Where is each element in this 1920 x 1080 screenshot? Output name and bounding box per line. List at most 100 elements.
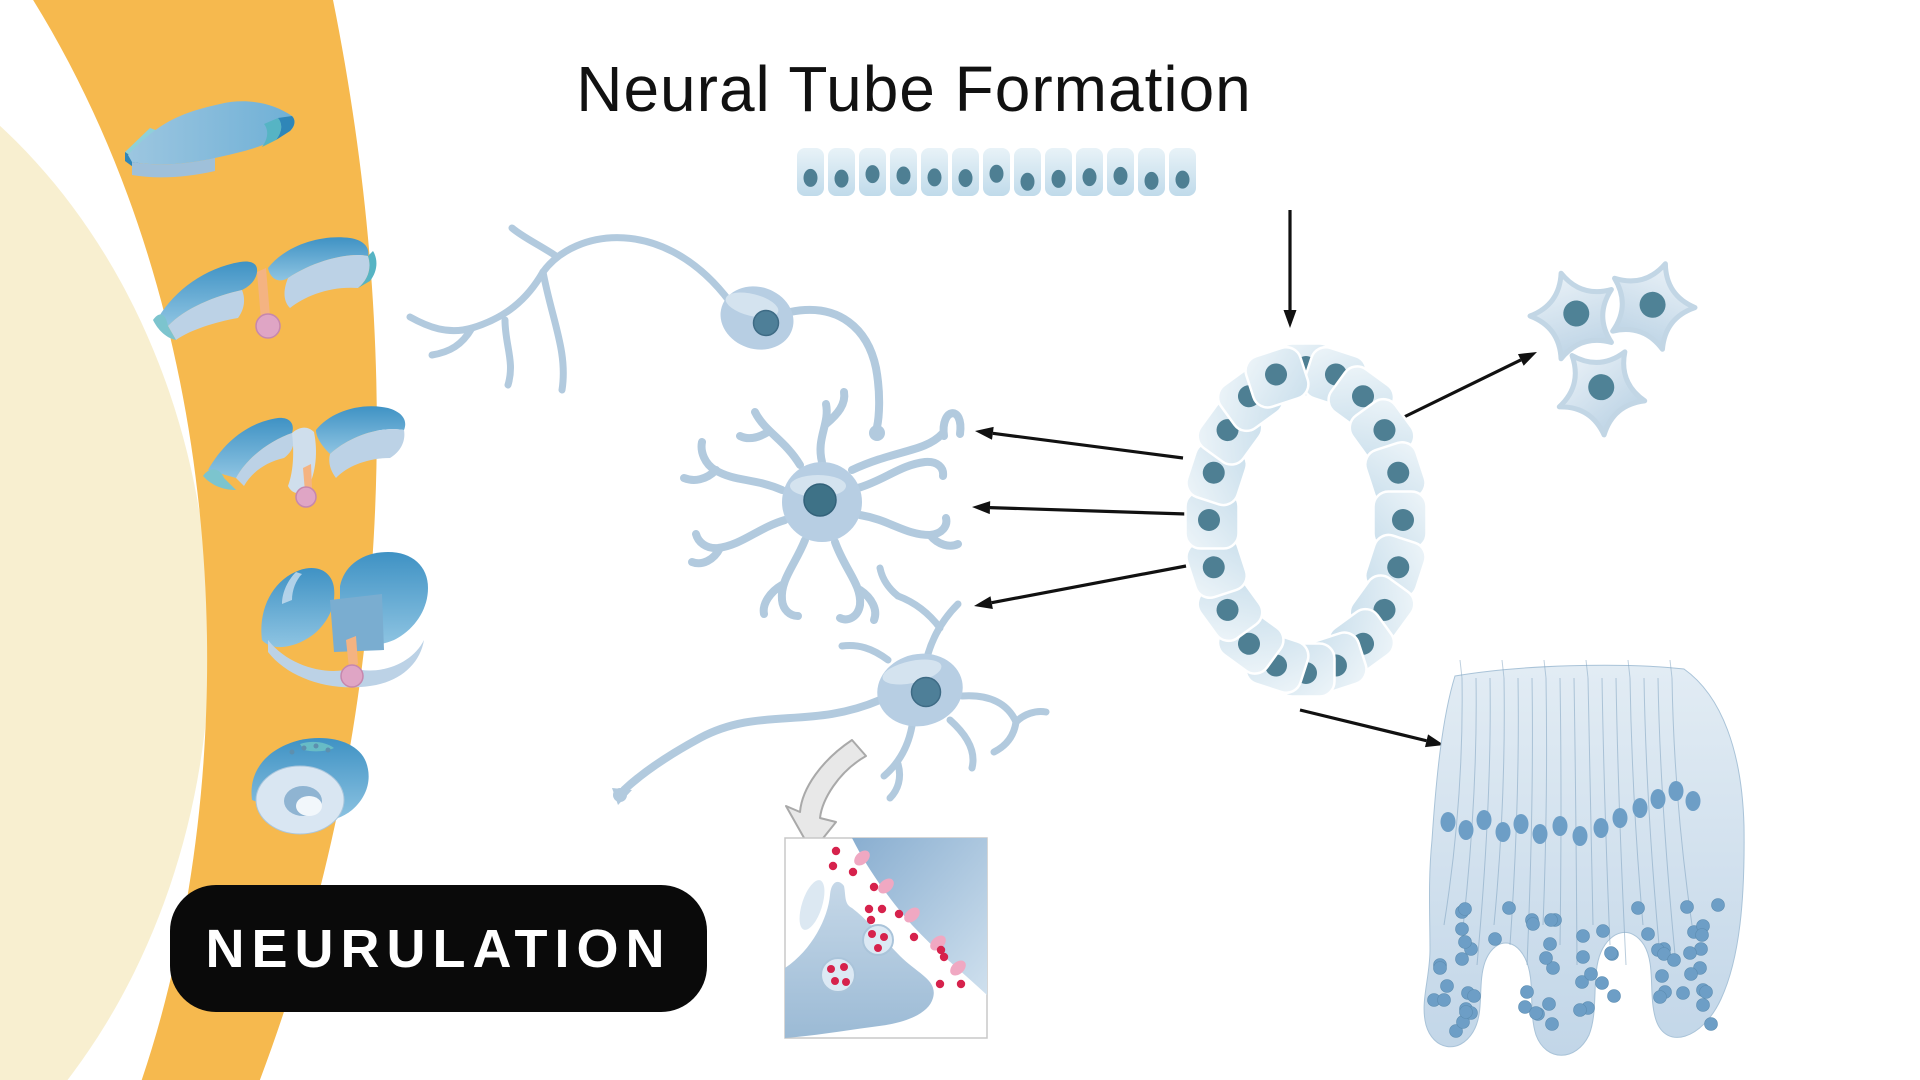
epithelium-nucleus [1595, 976, 1609, 990]
epithelium-nucleus [1684, 967, 1698, 981]
stage-folds-fusing [261, 552, 428, 688]
epithelium-nucleus [1440, 812, 1456, 832]
epithelium-nuclei [1427, 781, 1725, 1038]
cell-nucleus [927, 168, 942, 187]
epithelium-nucleus [1488, 932, 1502, 946]
arrow-shaft [992, 431, 1184, 460]
epithelium-nucleus [1552, 816, 1568, 836]
synaptic-vesicle [820, 957, 856, 993]
neurulation-badge: NEURULATION [170, 885, 707, 1012]
epithelium-nucleus [1520, 985, 1534, 999]
epithelium-fiber [1443, 677, 1463, 926]
epithelium-nucleus [1653, 990, 1667, 1004]
neurotransmitter-dot [842, 978, 850, 986]
arrow-head [1517, 352, 1537, 366]
epithelium-nucleus [1667, 953, 1681, 967]
epithelium-nucleus [1449, 1024, 1463, 1038]
epithelium-nucleus [1458, 935, 1472, 949]
epithelium-nucleus [1632, 798, 1648, 818]
synapse-detail [820, 846, 966, 993]
neurotransmitter-dot [866, 915, 876, 925]
arrow-shaft [1401, 358, 1522, 420]
epithelium-nucleus [1459, 1005, 1473, 1019]
epithelium-nucleus [1704, 1017, 1718, 1031]
epithelium-fiber [1643, 677, 1660, 946]
epithelium-nucleus [1476, 810, 1492, 830]
neuroepithelium-cell-row [795, 146, 1198, 198]
page-title: Neural Tube Formation [576, 53, 1252, 125]
neurotransmitter-dot [909, 932, 919, 942]
epithelium-fiber [1476, 677, 1491, 966]
epithelium-nucleus [1683, 946, 1697, 960]
epithelium-fiber [1671, 677, 1693, 926]
cell-nucleus [1387, 556, 1410, 579]
cell-nucleus [989, 164, 1004, 183]
epithelium-nucleus [1545, 1017, 1559, 1031]
epithelium-nucleus [1433, 961, 1447, 975]
ependymal-epithelium [1423, 659, 1745, 1056]
cell-nucleus [958, 169, 973, 188]
neural-crest-cells [1527, 261, 1698, 438]
cell-nucleus [1082, 168, 1097, 187]
epithelium-fiber [1587, 677, 1594, 926]
epithelium-fiber [1629, 677, 1644, 926]
epithelium-nucleus [1458, 820, 1474, 840]
epithelium-nucleus [1685, 791, 1701, 811]
epithelium-nucleus [1513, 814, 1529, 834]
neural-crest-cell [1610, 261, 1698, 352]
cell-nucleus [1113, 166, 1128, 185]
neurotransmitter-dot [956, 979, 966, 989]
cell-nucleus [1202, 556, 1225, 579]
epithelium-nucleus [1455, 952, 1469, 966]
epithelium-nucleus [1573, 1003, 1587, 1017]
cell-nucleus [1051, 169, 1066, 188]
epithelium-fiber [1601, 677, 1611, 946]
neural-tube-cross-section [1184, 342, 1428, 698]
epithelium-nucleus [1668, 781, 1684, 801]
cell-nucleus [1020, 172, 1035, 191]
nucleus [910, 676, 942, 708]
tube-cell [1364, 441, 1427, 507]
cell-nucleus [1216, 598, 1239, 621]
cell-nucleus [1175, 170, 1190, 189]
epithelium-nucleus [1458, 902, 1472, 916]
epithelium-nucleus [1584, 967, 1598, 981]
neurotransmitter-dot [874, 944, 882, 952]
epithelium-nucleus [1607, 989, 1621, 1003]
stage-neural-tube-closed [251, 738, 369, 835]
cell-nucleus [1237, 632, 1260, 655]
axon-terminal [869, 425, 885, 441]
magnify-arrow [785, 739, 867, 853]
tube-cell [1244, 345, 1310, 409]
stage-neural-folds [153, 237, 377, 340]
neurotransmitter-dot [939, 952, 949, 962]
epithelium-nucleus [1631, 901, 1645, 915]
neurotransmitter-dot [935, 979, 945, 989]
epithelium-nucleus [1572, 826, 1588, 846]
epithelium-nucleus [1546, 961, 1560, 975]
arrow-shaft [989, 505, 1187, 516]
cell-nucleus [1198, 509, 1220, 531]
epithelium-fiber [1657, 677, 1677, 966]
epithelium-fiber [1493, 677, 1505, 926]
arrow-shaft [991, 564, 1187, 605]
epithelium-fiber [1542, 677, 1548, 926]
cream-band [0, 126, 210, 1080]
epithelium-nucleus [1542, 997, 1556, 1011]
cell-nucleus [1387, 461, 1410, 484]
epithelium-nucleus [1596, 924, 1610, 938]
neurotransmitter-dot [827, 965, 835, 973]
epithelium-nucleus [1575, 975, 1589, 989]
cell-nucleus [865, 165, 880, 184]
stage-neural-groove [203, 406, 406, 508]
epithelium-nucleus [1440, 979, 1454, 993]
epithelium-nucleus [1502, 901, 1516, 915]
neurotransmitter-dot [831, 846, 841, 856]
epithelium-nucleus [1495, 822, 1511, 842]
stage-neural-plate [125, 101, 295, 178]
epithelium-nucleus [1455, 922, 1469, 936]
epithelium-nucleus [1529, 1006, 1543, 1020]
neurotransmitter-dot [877, 904, 887, 914]
cell-nucleus [1639, 291, 1666, 318]
neurotransmitter-dot [880, 933, 888, 941]
